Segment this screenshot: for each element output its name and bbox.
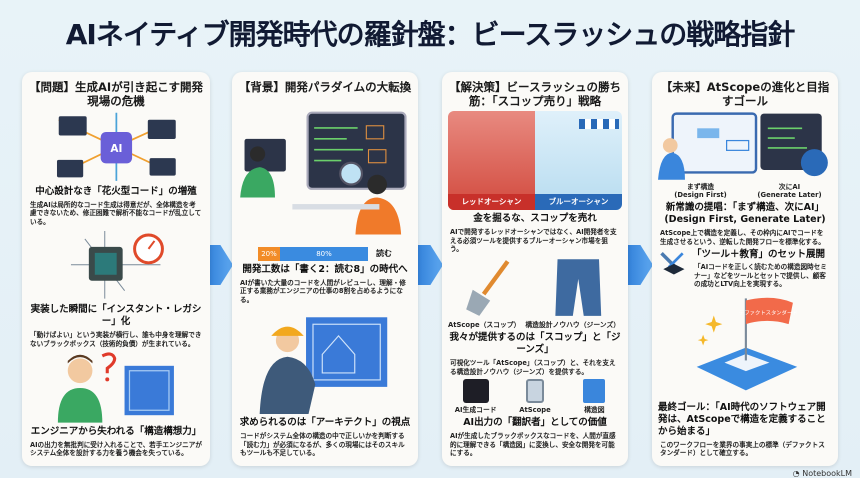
- section-body: AtScope上で構造を定義し、その枠内にAIでコードを生成させるという、逆転し…: [660, 228, 825, 246]
- card-future: 【未来】AtScopeの進化と目指すゴール まず構造 (Design First…: [652, 72, 838, 466]
- design-first-illustration: [658, 112, 758, 180]
- generate-later-illustration: [760, 113, 829, 177]
- section-body: 「動けばよい」という実装が横行し、誰も中身を理解できないブラックボックス（技術的…: [30, 331, 202, 348]
- translation-flow: AI生成コード AtScope 構造図: [448, 379, 622, 414]
- section-heading: 我々が提供するのは「スコップ」と「ジーンズ」: [449, 332, 621, 356]
- card-solution: 【解決策】ビースラッシュの勝ち筋：「スコップ売り」戦略 レッドオーシャン ブルー…: [442, 72, 628, 466]
- card-title: 【問題】生成AIが引き起こす開発現場の危機: [29, 80, 203, 108]
- section-heading: 開発工数は「書く2：読む8」の時代へ: [242, 263, 408, 275]
- section-body: このワークフローを業界の事実上の標準（デファクトスタンダード）として確立する。: [660, 440, 825, 458]
- notebooklm-watermark: ◔ NotebookLM: [793, 469, 852, 478]
- read-segment: 80%: [280, 246, 368, 261]
- section-heading: 実装した瞬間に「インスタント・レガシー」化: [30, 304, 202, 327]
- section-body: 「AIコードを正しく読むための構造図時セミナー」などをツールとセットで提供し、顧…: [694, 263, 827, 289]
- ocean-comparison-illustration: レッドオーシャン ブルーオーシャン: [448, 111, 622, 211]
- flag-label: デファクトスタンダード: [739, 308, 798, 316]
- arrow-right-icon: [625, 245, 653, 285]
- red-ocean-panel: レッドオーシャン: [448, 111, 535, 211]
- tool-label: AtScope（スコップ）: [448, 321, 521, 330]
- tool-labels: AtScope（スコップ） 構造設計ノウハウ（ジーンズ）: [448, 321, 622, 329]
- step-label: 次にAI (Generate Later): [757, 182, 822, 199]
- sparkle-icon: [705, 315, 723, 333]
- section-body: AIが書いた大量のコードを人間がレビューし、理解・修正する業務がエンジニアの仕事…: [240, 278, 406, 304]
- tools-education-icon: [660, 252, 685, 275]
- tools-education-section: 「ツール＋教育」のセット展開 「AIコードを正しく読むための構造図時セミナー」な…: [658, 249, 832, 289]
- developers-reviewing-code-illustration: [238, 97, 412, 244]
- section-heading: エンジニアから失われる「構造構想力」: [30, 425, 202, 437]
- shovel-icon: [466, 259, 510, 316]
- card-problem: 【問題】生成AIが引き起こす開発現場の危機 AI 中心設計なき「花火型コード」の…: [22, 72, 210, 466]
- structure-document-icon: [583, 379, 606, 404]
- blue-ocean-panel: ブルーオーシャン: [535, 111, 622, 211]
- chip-clock-illustration: [28, 229, 204, 301]
- tool-illustrations: [448, 257, 622, 318]
- red-ocean-label: レッドオーシャン: [448, 194, 535, 211]
- section-heading: 求められるのは「アーキテクト」の視点: [239, 417, 411, 429]
- card-background: 【背景】開発パラダイムの大転換 20% 80% 読む 開発工数は「書く2：読む8…: [232, 72, 418, 466]
- atscope-device-icon: [525, 379, 544, 404]
- write-read-ratio: 20% 80% 読む: [238, 246, 412, 261]
- flow-step: AI生成コード: [448, 379, 503, 414]
- section-heading: 新常識の提唱：「まず構造、次にAI」(Design First, Generat…: [664, 201, 826, 225]
- sparkle-icon: [697, 334, 709, 346]
- notebooklm-logo-icon: ◔: [792, 469, 800, 478]
- section-body: 生成AIは局所的なコード生成は得意だが、全体構造を考慮できないため、修正困難で解…: [30, 200, 202, 226]
- section-heading: 金を掘るな、スコップを売れ: [473, 213, 597, 225]
- jeans-icon: [555, 259, 602, 316]
- ai-icon: AI: [110, 143, 122, 155]
- section-body: AIの出力を無批判に受け入れることで、若手エンジニアがシステム全体を設計する力を…: [30, 440, 202, 458]
- workflow-illustrations: [658, 111, 832, 180]
- blue-ocean-label: ブルーオーシャン: [535, 194, 622, 211]
- flow-step: 構造図: [567, 379, 622, 414]
- card-title: 【未来】AtScopeの進化と目指すゴール: [660, 80, 830, 108]
- tool-label: 構造設計ノウハウ（ジーンズ）: [525, 321, 621, 330]
- engineer-blueprint-illustration: [28, 351, 204, 423]
- card-title: 【背景】開発パラダイムの大転換: [238, 80, 412, 94]
- section-body: 可視化ツール「AtScope」（スコップ）と、それを支える構造設計ノウハウ（ジー…: [450, 359, 616, 376]
- card-title: 【解決策】ビースラッシュの勝ち筋：「スコップ売り」戦略: [449, 80, 621, 108]
- page-title: AIネイティブ開発時代の羅針盤：ビースラッシュの戦略指針: [65, 18, 795, 51]
- code-window-icon: [462, 379, 489, 404]
- flag-platform-illustration: デファクトスタンダード: [658, 292, 832, 399]
- section-body: コードがシステム全体の構造の中で正しいかを判断する「読む力」が必須になるが、多く…: [240, 432, 405, 458]
- write-read-ratio-bar: 20% 80%: [258, 246, 368, 261]
- section-body: AIが生成したブラックボックスなコードを、人間が直感的に理解できる「構造図」に変…: [450, 432, 616, 458]
- section-heading: AI出力の「翻訳者」としての価値: [463, 417, 607, 429]
- section-heading: 最終ゴール：「AI時代のソフトウェア開発は、AtScopeで構造を定義することか…: [658, 401, 826, 437]
- fireworks-code-illustration: AI: [28, 111, 204, 183]
- flow-label: AI生成コード: [454, 406, 497, 415]
- section-body: AIで開発するレッドオーシャンではなく、AI開発者を支える必須ツールを提供するブ…: [450, 228, 617, 254]
- step-labels: まず構造 (Design First) 次にAI (Generate Later…: [658, 183, 832, 199]
- architect-blueprint-illustration: [238, 308, 412, 415]
- step-label: まず構造 (Design First): [674, 182, 727, 199]
- flow-step: AtScope: [507, 379, 562, 414]
- write-segment: 20%: [258, 246, 280, 261]
- section-heading: 「ツール＋教育」のセット展開: [692, 249, 826, 261]
- arrow-right-icon: [415, 245, 443, 285]
- tools-education-text: 「ツール＋教育」のセット展開 「AIコードを正しく読むための構造図時セミナー」な…: [692, 249, 832, 289]
- question-mark-icon: [101, 352, 117, 374]
- flow-label: AtScope: [519, 406, 551, 415]
- read-label: 読む: [376, 249, 392, 259]
- footer-label: NotebookLM: [802, 469, 852, 478]
- market-stall-awning: [579, 119, 619, 129]
- section-heading: 中心設計なき「花火型コード」の増殖: [35, 185, 197, 197]
- flow-label: 構造図: [584, 406, 605, 415]
